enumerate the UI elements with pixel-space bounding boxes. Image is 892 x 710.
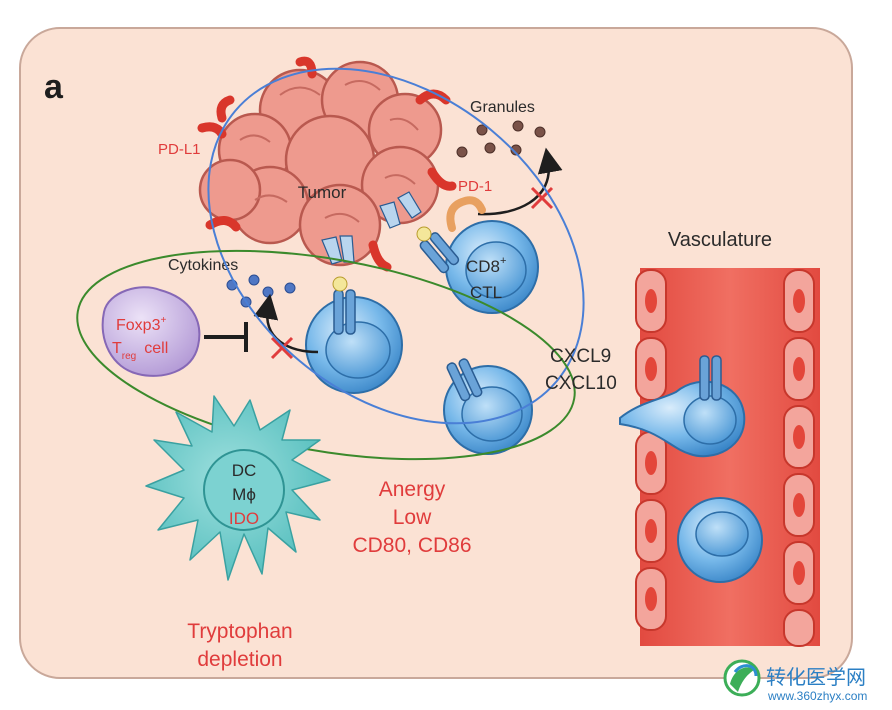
vasculature — [619, 268, 820, 647]
panel-letter: a — [44, 68, 64, 106]
watermark-logo-icon — [723, 659, 761, 697]
cxcl10-label: CXCL10 — [545, 373, 617, 394]
watermark-title: 转化医学网 — [766, 666, 866, 689]
cd8-ctl-cell — [379, 191, 539, 314]
granule-release-arrow — [477, 147, 563, 216]
treg-inhibition — [204, 322, 248, 352]
circulating-t-cell — [677, 497, 763, 583]
block-x-granules — [530, 186, 554, 210]
cytokines-label: Cytokines — [168, 257, 238, 274]
granules-label: Granules — [470, 99, 535, 116]
anergy-label: Anergy — [379, 478, 446, 501]
tcr-mhc-complex — [379, 191, 432, 242]
cd8-label: CD8+ — [466, 255, 506, 276]
extravasating-t-cell — [619, 355, 746, 458]
pd-1-label: PD-1 — [458, 178, 492, 195]
tumor-label: Tumor — [298, 183, 347, 202]
macrophage-label: Mϕ — [232, 485, 256, 504]
vessel-wall-left — [635, 269, 667, 631]
ido-label: IDO — [229, 509, 259, 528]
treg-cell — [101, 286, 201, 377]
green-ellipse-outline — [76, 249, 576, 461]
tumor: Tumor — [198, 60, 443, 267]
dc-label: DC — [232, 461, 257, 480]
block-x-cytokines — [270, 336, 294, 360]
blue-ellipse-outline — [207, 67, 585, 425]
depletion-label: depletion — [197, 648, 282, 671]
vessel-wall-right — [783, 269, 815, 647]
dendritic-cell — [145, 395, 331, 581]
tryptophan-label: Tryptophan — [187, 620, 292, 643]
vasculature-label: Vasculature — [668, 229, 772, 251]
ctl-label: CTL — [470, 283, 502, 302]
low-label: Low — [393, 506, 432, 529]
t-cell-center — [305, 235, 403, 394]
pd-1-molecule — [446, 196, 486, 232]
granules — [456, 120, 546, 158]
watermark-url: www.360zhyx.com — [767, 689, 867, 703]
cd80-cd86-label: CD80, CD86 — [352, 534, 471, 557]
cxcl9-label: CXCL9 — [550, 346, 611, 367]
cytokine-release-arrow — [253, 293, 319, 354]
foxp3-label: Foxp3+ — [116, 315, 166, 334]
pd-l1-label: PD-L1 — [158, 141, 201, 158]
t-cell-lower-right — [443, 358, 533, 455]
